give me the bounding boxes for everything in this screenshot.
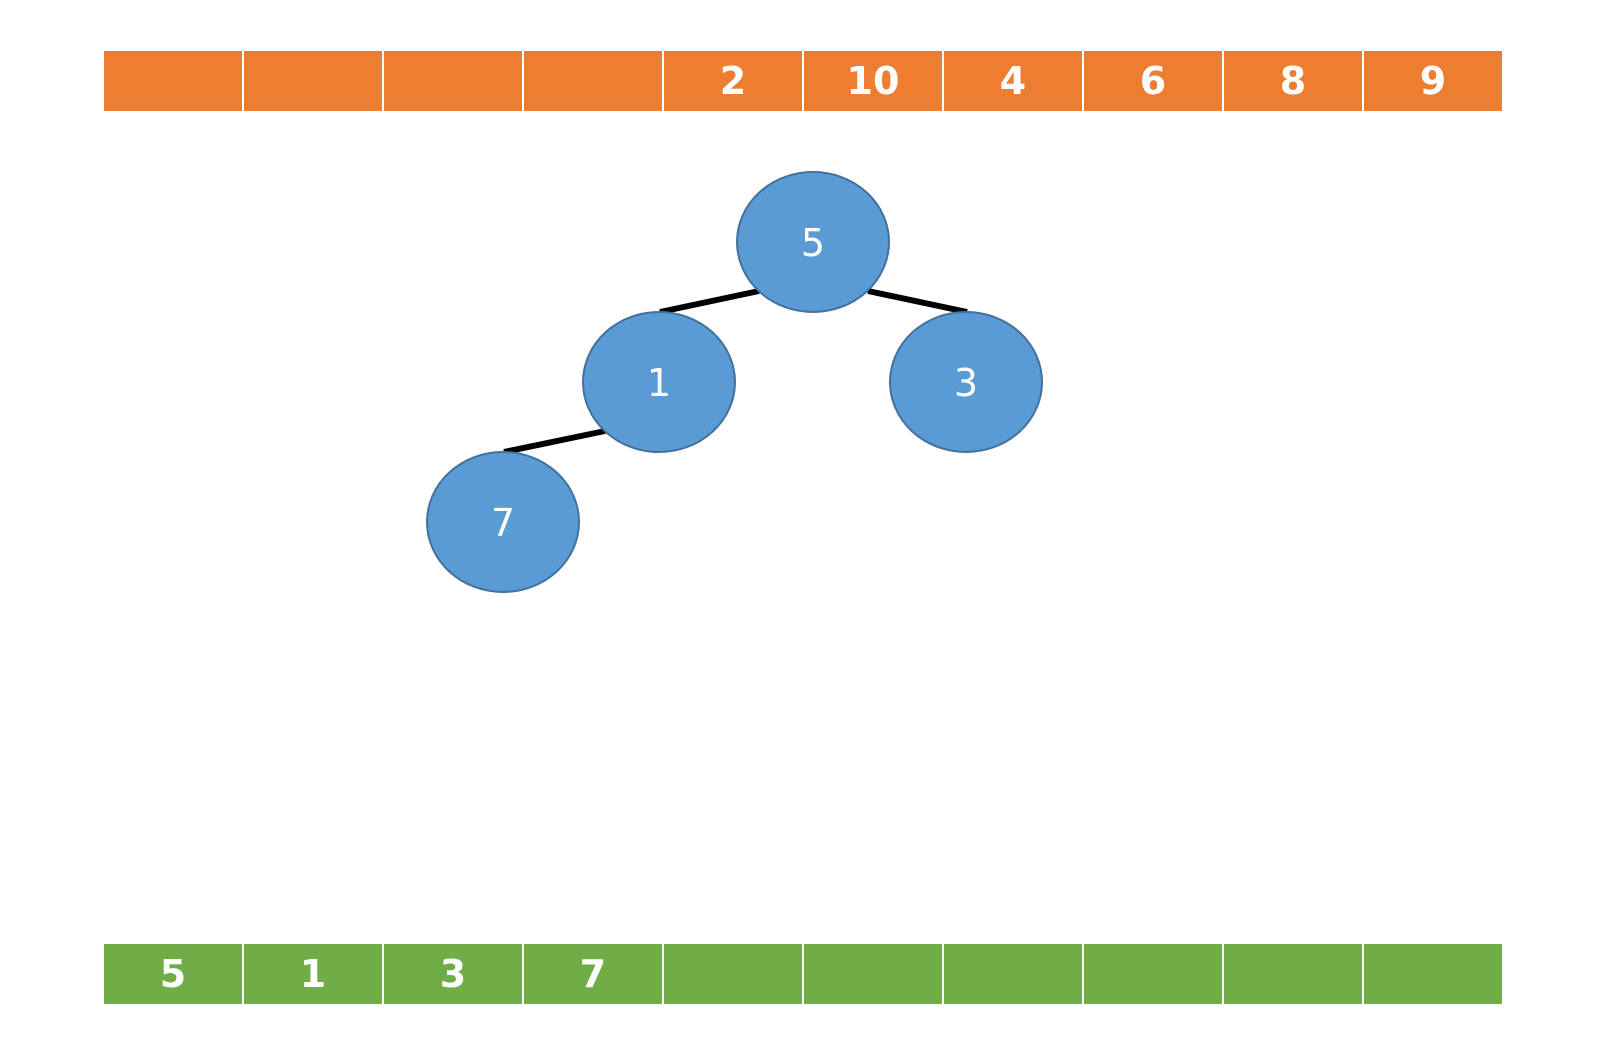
tree-node-label: 1 <box>647 361 671 405</box>
top-array-cell <box>524 51 664 111</box>
bottom-array-cell: 3 <box>384 944 524 1004</box>
bottom-array-cell: 5 <box>104 944 244 1004</box>
tree-edge-5-1 <box>659 288 760 315</box>
tree-edge-1-7 <box>503 428 606 455</box>
top-array: 2 10 4 6 8 9 <box>104 51 1502 111</box>
top-array-cell: 4 <box>944 51 1084 111</box>
bottom-array-cell <box>1224 944 1364 1004</box>
top-array-cell <box>244 51 384 111</box>
tree-node-7: 7 <box>426 451 580 593</box>
bottom-array-cell <box>664 944 804 1004</box>
top-array-cell: 2 <box>664 51 804 111</box>
tree-edges <box>503 288 968 455</box>
bottom-array-cell: 1 <box>244 944 384 1004</box>
top-array-cell <box>384 51 524 111</box>
tree-node-3: 3 <box>889 311 1043 453</box>
tree-node-5: 5 <box>736 171 890 313</box>
tree-node-circle <box>889 311 1043 453</box>
bottom-array-cell <box>804 944 944 1004</box>
bottom-array-cell <box>1364 944 1502 1004</box>
bottom-array: 5 1 3 7 <box>104 944 1502 1004</box>
tree-node-circle <box>736 171 890 313</box>
top-array-cell <box>104 51 244 111</box>
tree-node-circle <box>426 451 580 593</box>
top-array-cell: 10 <box>804 51 944 111</box>
tree-node-label: 7 <box>491 501 515 545</box>
top-array-cell: 9 <box>1364 51 1502 111</box>
bottom-array-cell <box>944 944 1084 1004</box>
tree-node-label: 5 <box>801 221 825 265</box>
top-array-cell: 6 <box>1084 51 1224 111</box>
top-array-cell: 8 <box>1224 51 1364 111</box>
bottom-array-cell <box>1084 944 1224 1004</box>
tree-node-1: 1 <box>582 311 736 453</box>
tree-edge-5-3 <box>867 288 968 315</box>
tree-node-label: 3 <box>954 361 978 405</box>
bottom-array-cell: 7 <box>524 944 664 1004</box>
tree-node-circle <box>582 311 736 453</box>
